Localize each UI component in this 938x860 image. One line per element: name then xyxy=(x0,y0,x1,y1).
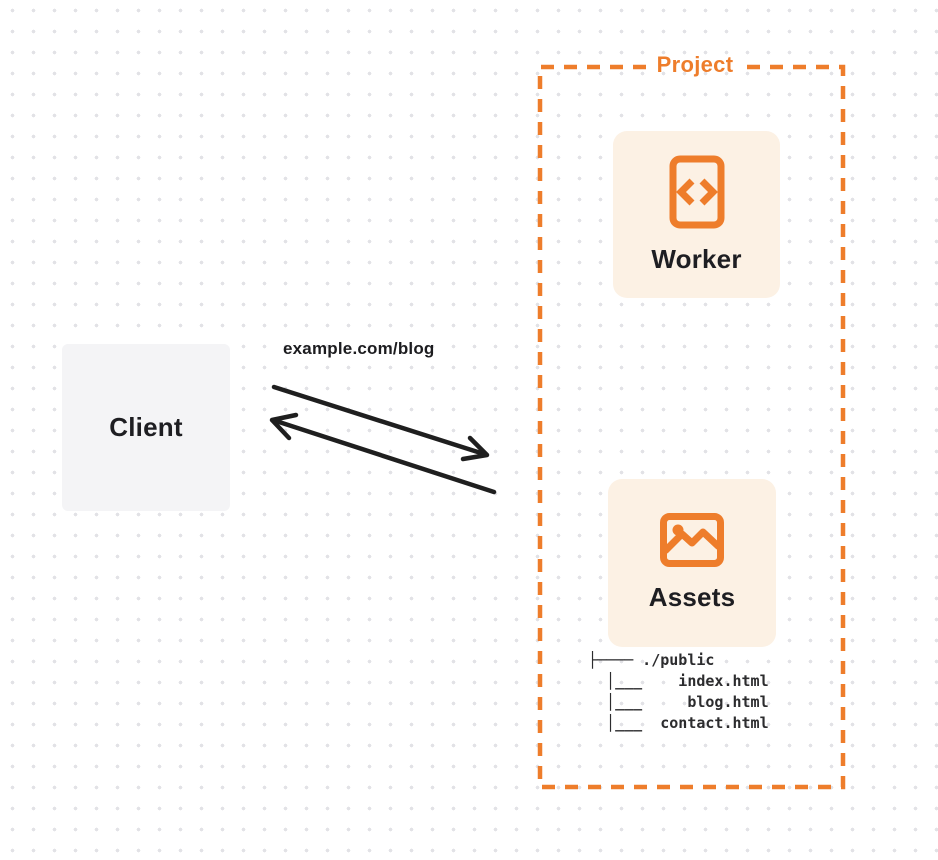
file-tree-line: │___ index.html xyxy=(588,672,769,690)
assets-node: Assets xyxy=(608,479,776,647)
client-node: Client xyxy=(62,344,230,511)
code-document-icon xyxy=(669,155,724,228)
file-tree-line: │___ contact.html xyxy=(588,714,769,732)
worker-label: Worker xyxy=(651,243,742,274)
file-tree-line: ├──── ./public xyxy=(588,651,715,669)
image-icon xyxy=(660,513,724,567)
file-tree: ├──── ./public │___ index.html │___ blog… xyxy=(588,650,769,734)
project-title: Project xyxy=(656,52,734,77)
request-arrow-line xyxy=(271,384,487,457)
assets-label: Assets xyxy=(648,582,736,612)
client-label: Client xyxy=(109,412,183,442)
project-boundary xyxy=(537,64,846,790)
file-tree-line: │___ blog.html xyxy=(588,693,769,711)
request-url-label: example.com/blog xyxy=(283,339,435,358)
worker-node: Worker xyxy=(613,131,780,298)
response-arrow-line xyxy=(273,418,497,495)
request-arrowhead xyxy=(460,435,490,462)
response-arrowhead xyxy=(269,412,299,441)
